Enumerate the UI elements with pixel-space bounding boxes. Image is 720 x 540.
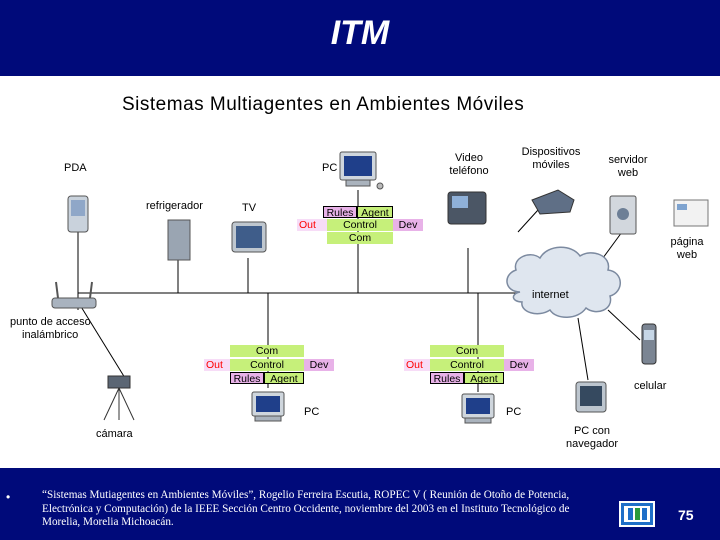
pc-right-icon <box>461 393 495 424</box>
label-refrigerador: refrigerador <box>146 200 203 212</box>
agent-control: Control <box>327 219 393 231</box>
agent-control: Control <box>230 359 304 371</box>
pc-top-icon <box>339 151 384 190</box>
label-tv: TV <box>242 202 257 214</box>
agent-com: Com <box>230 345 304 357</box>
tv-icon <box>231 221 267 253</box>
footer-citation: “Sistemas Mutiagentes en Ambientes Móvil… <box>42 489 570 529</box>
agent-dev: Dev <box>304 359 334 371</box>
agent-agent: Agent <box>264 372 304 385</box>
mobile-devices-link <box>517 209 539 233</box>
refrigerador-icon <box>167 219 191 261</box>
punto-acceso-icon <box>51 281 97 309</box>
agent-rules: Rules <box>323 206 357 219</box>
agent-control: Control <box>430 359 504 371</box>
label-pc-right: PC <box>506 406 522 418</box>
dispositivos-moviles-icon <box>531 189 575 215</box>
agent-rules: Rules <box>230 372 264 385</box>
pagina-web-icon <box>673 199 709 227</box>
header-bar <box>0 0 720 76</box>
agent-agent: Agent <box>464 372 504 385</box>
celular-icon <box>641 323 657 365</box>
agent-box-top: Out Rules Agent Control Dev Com <box>297 205 423 247</box>
agent-out: Out <box>404 359 430 371</box>
label-pc-left: PC <box>304 406 320 418</box>
agent-out: Out <box>297 219 327 231</box>
network-diagram <box>51 151 709 424</box>
footer-bar <box>0 468 720 540</box>
pc-navegador-icon <box>575 381 607 413</box>
agent-rules: Rules <box>430 372 464 385</box>
agent-agent: Agent <box>357 206 393 219</box>
pc-navegador-link <box>577 317 589 381</box>
agent-box-left: Com Out Control Dev Rules Agent <box>204 345 334 387</box>
label-internet: internet <box>532 289 569 301</box>
label-pda: PDA <box>64 162 87 174</box>
video-telefono-icon <box>447 191 487 225</box>
agent-dev: Dev <box>393 219 423 231</box>
agent-com: Com <box>327 232 393 244</box>
camara-icon <box>103 375 135 421</box>
internet-cloud-icon <box>506 246 621 318</box>
servidor-web-icon <box>609 195 637 235</box>
footer-bullet: • <box>6 490 11 504</box>
page-number: 75 <box>678 507 694 523</box>
agent-box-right: Com Out Control Dev Rules Agent <box>404 345 534 387</box>
itm-logo-icon <box>619 501 655 527</box>
agent-out: Out <box>204 359 230 371</box>
diagram-title: Sistemas Multiagentes en Ambientes Móvil… <box>122 94 525 115</box>
agent-com: Com <box>430 345 504 357</box>
label-punto-acceso: punto de acceso inalámbrico <box>10 316 91 341</box>
label-celular: celular <box>634 380 667 392</box>
camera-link <box>79 304 126 379</box>
pc-left-icon <box>251 391 285 422</box>
celular-link <box>607 309 641 341</box>
slide-title: ITM <box>330 14 390 52</box>
agent-dev: Dev <box>504 359 534 371</box>
label-camara: cámara <box>96 428 133 440</box>
pda-icon <box>67 195 89 233</box>
label-pc-top: PC <box>322 162 338 174</box>
